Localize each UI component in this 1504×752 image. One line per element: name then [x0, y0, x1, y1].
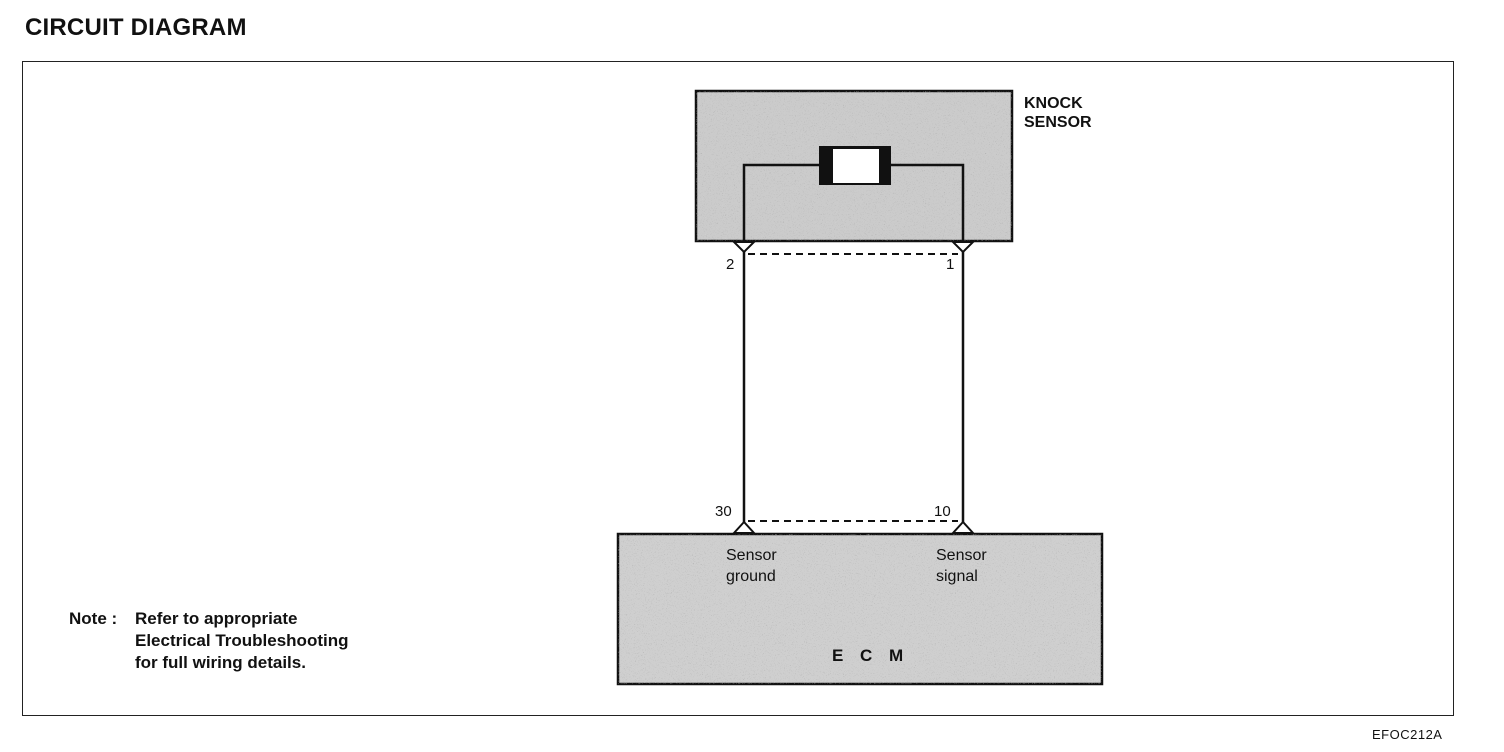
pin-ecm-ground: 30 [715, 503, 732, 520]
sensor-label: KNOCK SENSOR [1024, 94, 1092, 132]
sensor-label-line1: KNOCK [1024, 95, 1083, 112]
wiring-note: Note : Refer to appropriate Electrical T… [69, 608, 348, 674]
note-prefix: Note : [69, 609, 118, 628]
knock-sensor [694, 89, 1014, 243]
note-line2: Electrical Troubleshooting [135, 631, 349, 650]
terminal-ground-line1: Sensor [726, 547, 777, 564]
sensor-inner-wire-right [890, 163, 965, 241]
ecm-connector [731, 520, 976, 534]
ecm-box [616, 532, 1104, 686]
diagram-frame [22, 61, 1454, 716]
note-line3: for full wiring details. [135, 653, 306, 672]
figure-code: EFOC212A [1372, 727, 1443, 742]
pin-ecm-signal: 10 [934, 503, 951, 520]
sensor-label-line2: SENSOR [1024, 114, 1092, 131]
pin-sensor-signal: 1 [946, 256, 955, 273]
note-line1: Refer to appropriate [135, 609, 298, 628]
terminal-ground-line2: ground [726, 568, 776, 585]
ecm-label: E C M [832, 646, 910, 665]
page-title: CIRCUIT DIAGRAM [25, 14, 247, 41]
piezo-element-icon [819, 146, 891, 185]
sensor-inner-wire [742, 163, 820, 241]
sensor-connector [731, 241, 976, 255]
terminal-sensor-signal: Sensor signal [936, 545, 1016, 587]
pin-sensor-ground: 2 [726, 256, 735, 273]
terminal-signal-line2: signal [936, 568, 978, 585]
terminal-signal-line1: Sensor [936, 547, 987, 564]
terminal-sensor-ground: Sensor ground [726, 545, 806, 587]
